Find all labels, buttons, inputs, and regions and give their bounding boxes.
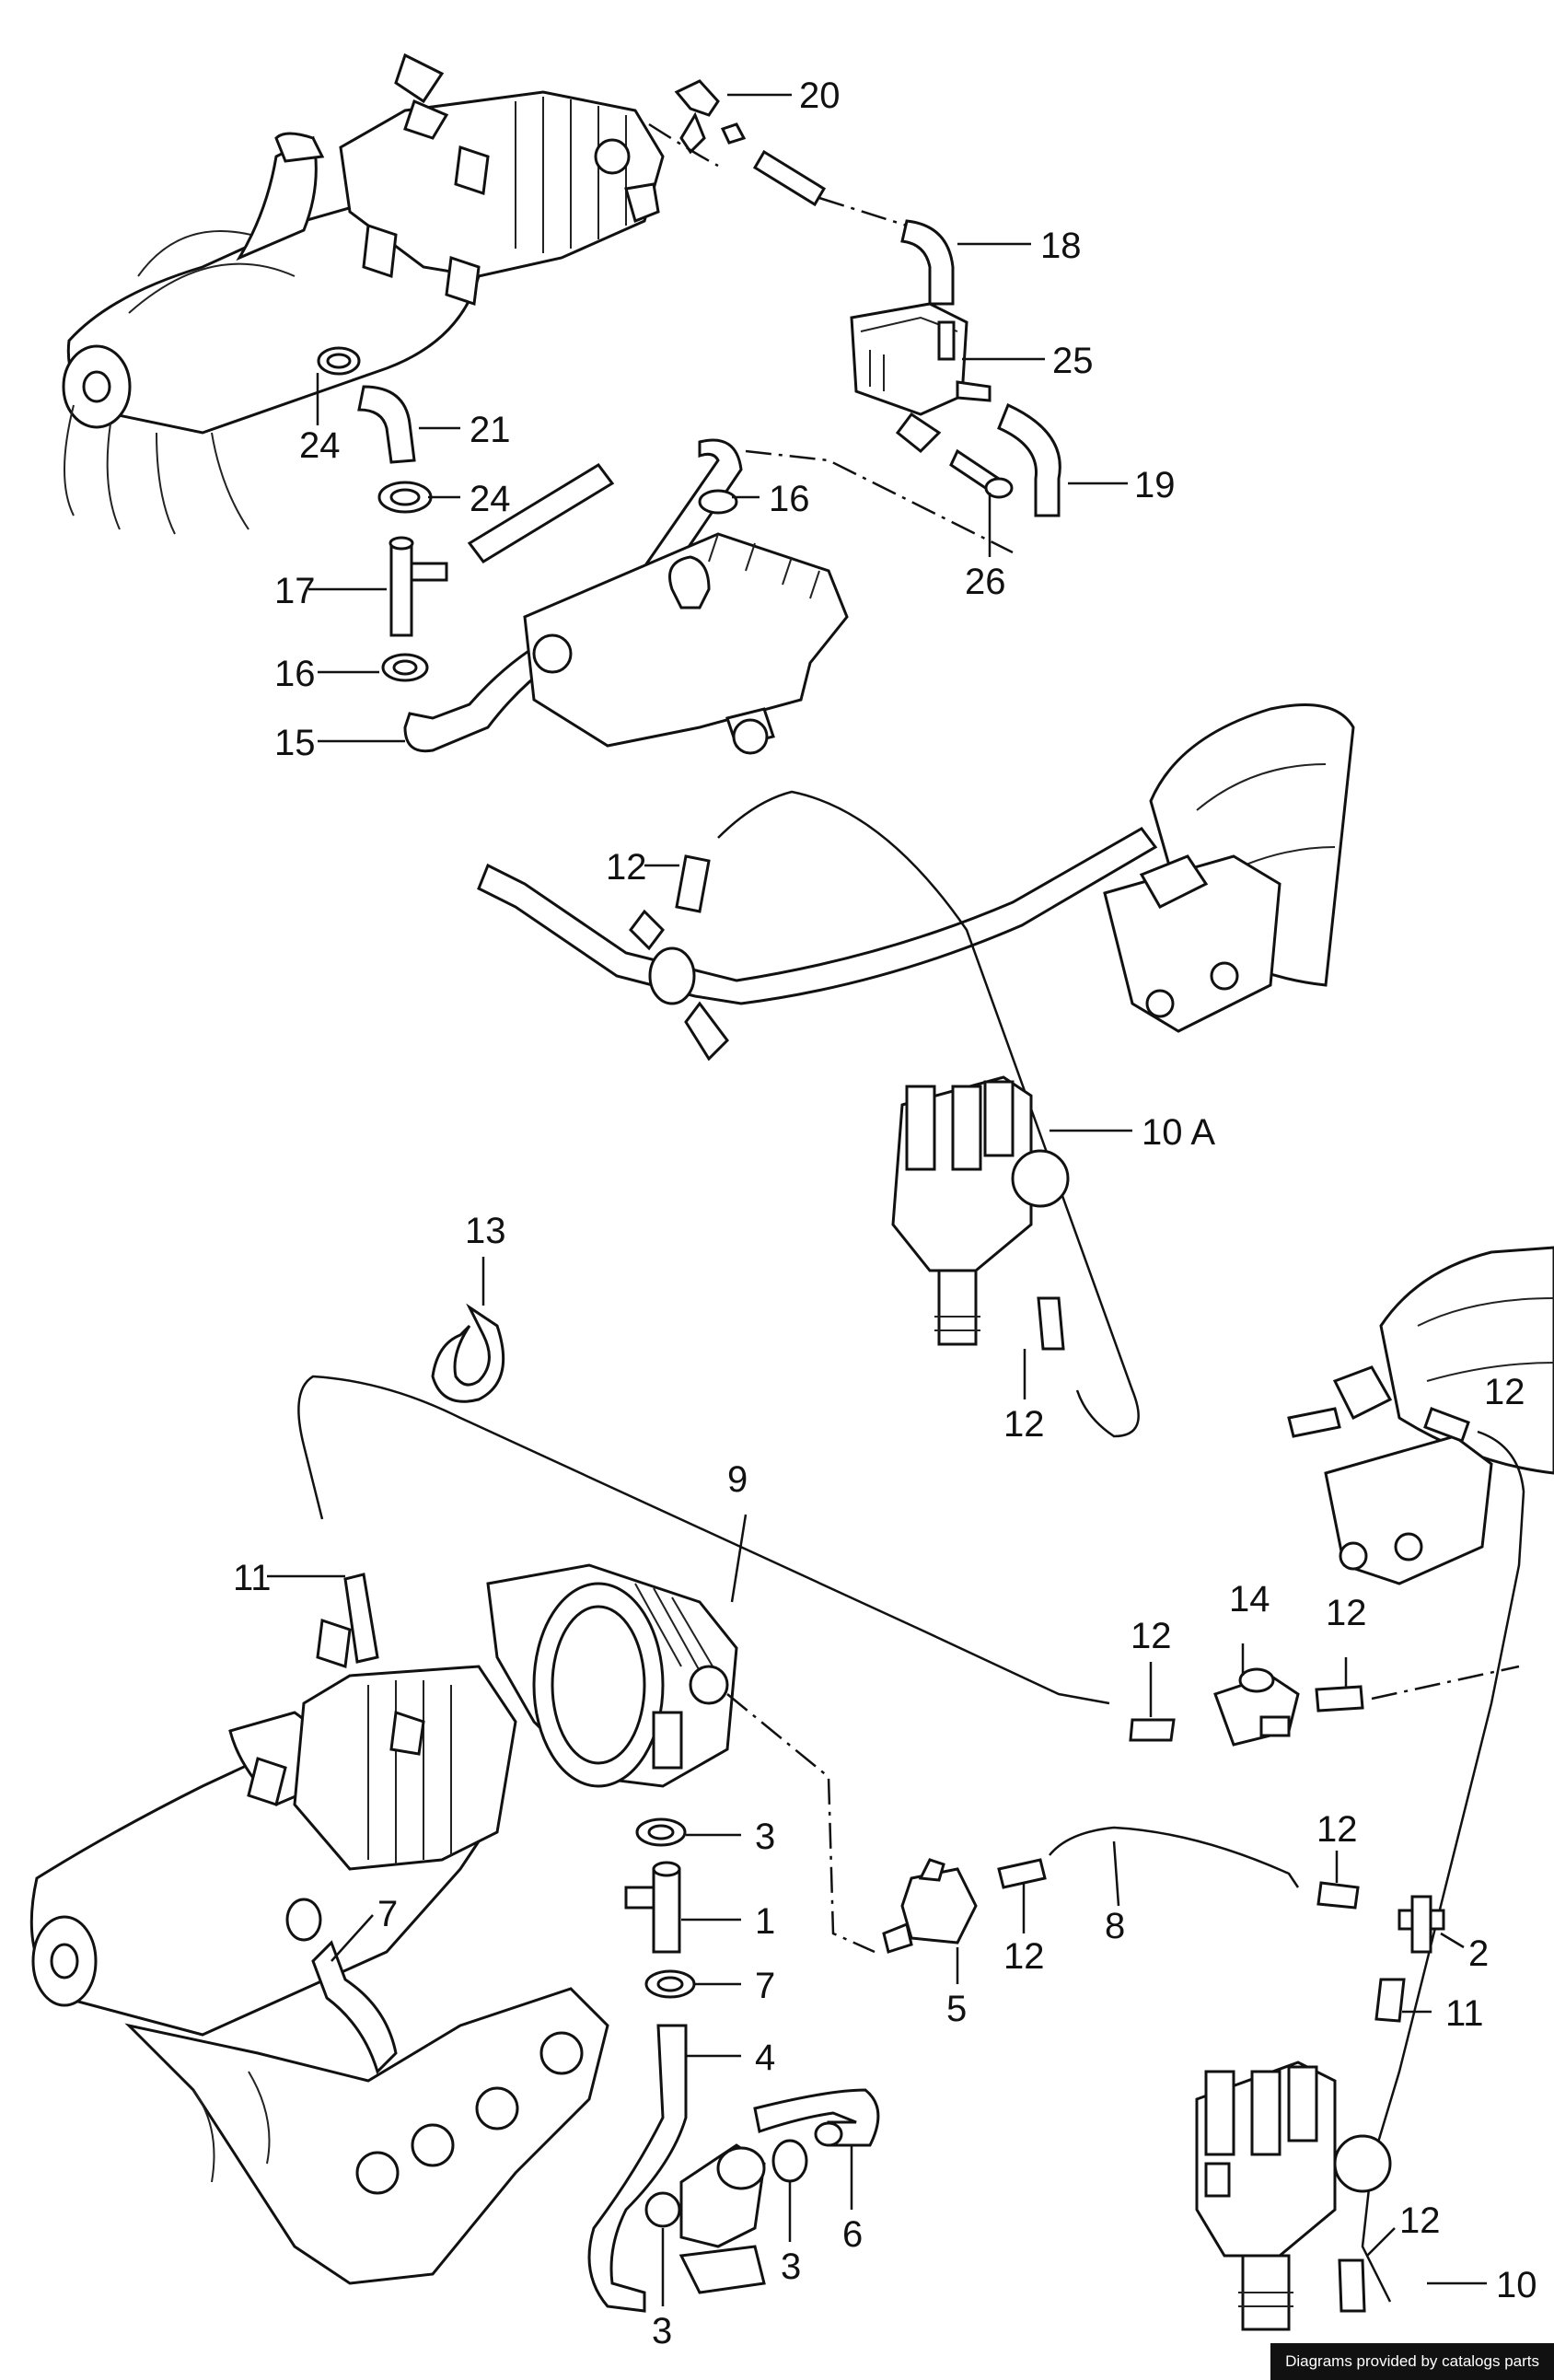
diagram-credit: Diagrams provided by catalogs parts <box>1270 2343 1554 2380</box>
part-2-tee <box>1397 1895 1445 1954</box>
callout-7b: 7 <box>755 1966 775 2006</box>
part-24-clamp-upper <box>317 346 361 376</box>
callout-1: 1 <box>755 1901 775 1942</box>
callout-26: 26 <box>965 562 1006 602</box>
callout-3a: 3 <box>755 1817 775 1857</box>
part-20-connector <box>674 79 747 155</box>
callout-3c: 3 <box>652 2311 672 2351</box>
callout-8: 8 <box>1105 1906 1125 1946</box>
callout-12b: 12 <box>1003 1404 1045 1445</box>
part-16-clamp-upper <box>698 489 738 515</box>
part-7-hose-left <box>311 1940 398 2074</box>
callout-16b: 16 <box>274 654 316 694</box>
part-12-hose-dist-lower <box>1338 2258 1366 2313</box>
callout-6: 6 <box>842 2214 863 2255</box>
callout-17: 17 <box>274 571 316 611</box>
part-11-hose-right <box>1374 1978 1406 2023</box>
part-11-hose-left <box>343 1573 379 1664</box>
distributor-middle <box>891 1075 1070 1346</box>
callout-labels: 20 18 25 19 24 21 24 16 26 17 16 15 12 1… <box>233 75 1537 2351</box>
brake-booster-lower <box>1379 1246 1554 1475</box>
part-3-clamp-right <box>771 2139 808 2183</box>
callout-16a: 16 <box>769 479 810 519</box>
part-12-hose-booster <box>1423 1407 1470 1443</box>
part-7-clamp-mid <box>644 1969 696 1999</box>
part-12-hose-14-left <box>1129 1718 1176 1742</box>
part-15-hose <box>403 438 743 753</box>
callout-19: 19 <box>1134 465 1176 505</box>
callout-10A: 10 A <box>1142 1112 1215 1153</box>
callout-20: 20 <box>799 75 841 116</box>
part-14-valve <box>1213 1667 1300 1747</box>
callout-21: 21 <box>470 410 511 450</box>
part-6-hose <box>753 2088 880 2147</box>
part-12-hose-mid <box>675 854 711 913</box>
callout-11a: 11 <box>233 1558 272 1598</box>
part-5-valve <box>882 1858 978 1954</box>
callout-12c: 12 <box>1484 1372 1525 1412</box>
upper-throttle-body <box>339 52 665 307</box>
vacuum-tee-fitting <box>629 909 729 1062</box>
callout-10: 10 <box>1496 2265 1537 2305</box>
part-7-clamp-left <box>285 1898 322 1942</box>
callout-14: 14 <box>1229 1579 1270 1620</box>
part-19-hose <box>997 402 1061 517</box>
part-6-end <box>814 2121 843 2147</box>
master-cylinder-upper <box>1103 854 1281 1033</box>
callout-15: 15 <box>274 723 316 763</box>
part-16-clamp-lower <box>381 653 429 682</box>
callout-13: 13 <box>465 1211 506 1251</box>
part-12-hose-2 <box>1316 1881 1360 1910</box>
part-3-clamp-top <box>635 1817 687 1847</box>
callout-12e: 12 <box>1326 1593 1367 1633</box>
part-18-hose-upper <box>752 149 827 207</box>
leader-lines <box>267 93 1487 2306</box>
part-10-line <box>1361 1430 1525 2303</box>
callout-12a: 12 <box>606 847 647 888</box>
callout-18: 18 <box>1040 226 1082 266</box>
part-24-clamp-lower <box>377 481 433 514</box>
lower-air-intake <box>486 1563 738 1788</box>
upper-long-hose <box>467 463 615 563</box>
callout-5: 5 <box>946 1989 967 2029</box>
part-13-clip <box>431 1303 505 1403</box>
part-21-hose <box>357 385 416 464</box>
lower-dash-line <box>726 1693 876 1954</box>
callout-4: 4 <box>755 2038 775 2078</box>
part-14-dash-line <box>1371 1665 1520 1701</box>
callout-12d: 12 <box>1131 1616 1172 1656</box>
part-10A-line <box>717 790 1140 1438</box>
part-12-hose-5 <box>997 1858 1047 1889</box>
part-12-hose-14-right <box>1315 1685 1364 1712</box>
part-4-hose <box>587 2024 688 2313</box>
callout-11b: 11 <box>1445 1993 1484 2034</box>
part-9-line <box>297 1375 1110 1705</box>
callout-24a: 24 <box>299 425 341 466</box>
part-18-hose <box>900 219 955 306</box>
callout-7a: 7 <box>377 1894 398 1934</box>
lower-throttle-body <box>247 1618 517 1871</box>
callout-9: 9 <box>727 1459 748 1500</box>
valve-cover <box>523 532 849 755</box>
brake-vacuum-hose <box>477 827 1158 1005</box>
callout-12g: 12 <box>1003 1936 1045 1977</box>
callout-24b: 24 <box>470 479 511 519</box>
callout-12h: 12 <box>1399 2200 1441 2241</box>
part-12-hose-dist <box>1037 1296 1065 1351</box>
callout-3b: 3 <box>781 2246 801 2287</box>
part-26-screw <box>949 448 1014 499</box>
part-25-valve <box>850 302 992 454</box>
callout-2: 2 <box>1468 1933 1489 1974</box>
master-cylinder-lower <box>1287 1365 1493 1585</box>
part-3-valve-bottom <box>644 2143 766 2294</box>
callout-25: 25 <box>1052 341 1094 381</box>
callout-12f: 12 <box>1316 1809 1358 1850</box>
part-8-line <box>1049 1826 1300 1888</box>
part-17-tpiece <box>388 536 448 637</box>
distributor-lower <box>1195 2061 1392 2331</box>
part-1-tpiece <box>624 1861 681 1954</box>
